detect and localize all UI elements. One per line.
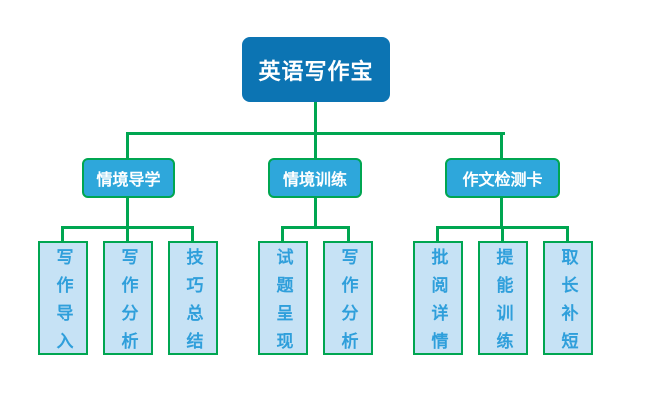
node-leaf-writing-analysis-2: 写作分析: [323, 241, 373, 360]
connector-branch-1-stem: [314, 198, 317, 229]
node-leaf-question-presentation: 试题呈现: [258, 241, 308, 360]
leaf-label: 提能训练: [493, 247, 513, 360]
leaf-label: 取长补短: [558, 247, 578, 360]
connector-leaf-1-0-drop: [281, 226, 284, 241]
leaf-label: 写作导入: [53, 247, 73, 360]
leaf-label: 写作分析: [118, 247, 138, 360]
node-leaf-ability-training: 提能训练: [478, 241, 528, 360]
node-leaf-learn-from-strengths: 取长补短: [543, 241, 593, 360]
connector-leaf-0-0-drop: [61, 226, 64, 241]
branch-label: 作文检测卡: [462, 172, 543, 189]
leaf-label: 批阅详情: [428, 247, 448, 360]
connector-root-stem: [314, 102, 317, 135]
branch-label: 情境导学: [96, 172, 161, 189]
node-leaf-writing-intro: 写作导入: [38, 241, 88, 360]
node-root: 英语写作宝: [242, 37, 390, 102]
node-branch-situational-guidance: 情境导学: [82, 158, 175, 198]
leaf-label: 技巧总结: [183, 247, 203, 360]
node-leaf-writing-analysis-1: 写作分析: [103, 241, 153, 360]
connector-branch-0-stem: [126, 198, 129, 229]
connector-branch-0-drop: [126, 132, 129, 158]
node-branch-composition-check-card: 作文检测卡: [445, 158, 560, 198]
connector-branch-1-drop: [314, 132, 317, 158]
connector-leaf-2-0-drop: [436, 226, 439, 241]
connector-group-1-rail: [281, 226, 350, 229]
branch-label: 情境训练: [282, 172, 347, 189]
node-root-label: 英语写作宝: [258, 58, 374, 84]
connector-branch-2-stem: [500, 198, 503, 229]
node-leaf-review-details: 批阅详情: [413, 241, 463, 360]
connector-leaf-1-1-drop: [347, 226, 350, 241]
node-leaf-skill-summary: 技巧总结: [168, 241, 218, 360]
leaf-label: 写作分析: [338, 247, 358, 360]
leaf-label: 试题呈现: [273, 247, 293, 360]
connector-branch-2-drop: [500, 132, 503, 158]
connector-leaf-2-1-drop: [501, 226, 504, 241]
connector-leaf-0-2-drop: [191, 226, 194, 241]
connector-leaf-0-1-drop: [126, 226, 129, 241]
connector-leaf-2-2-drop: [566, 226, 569, 241]
node-branch-situational-training: 情境训练: [268, 158, 362, 198]
